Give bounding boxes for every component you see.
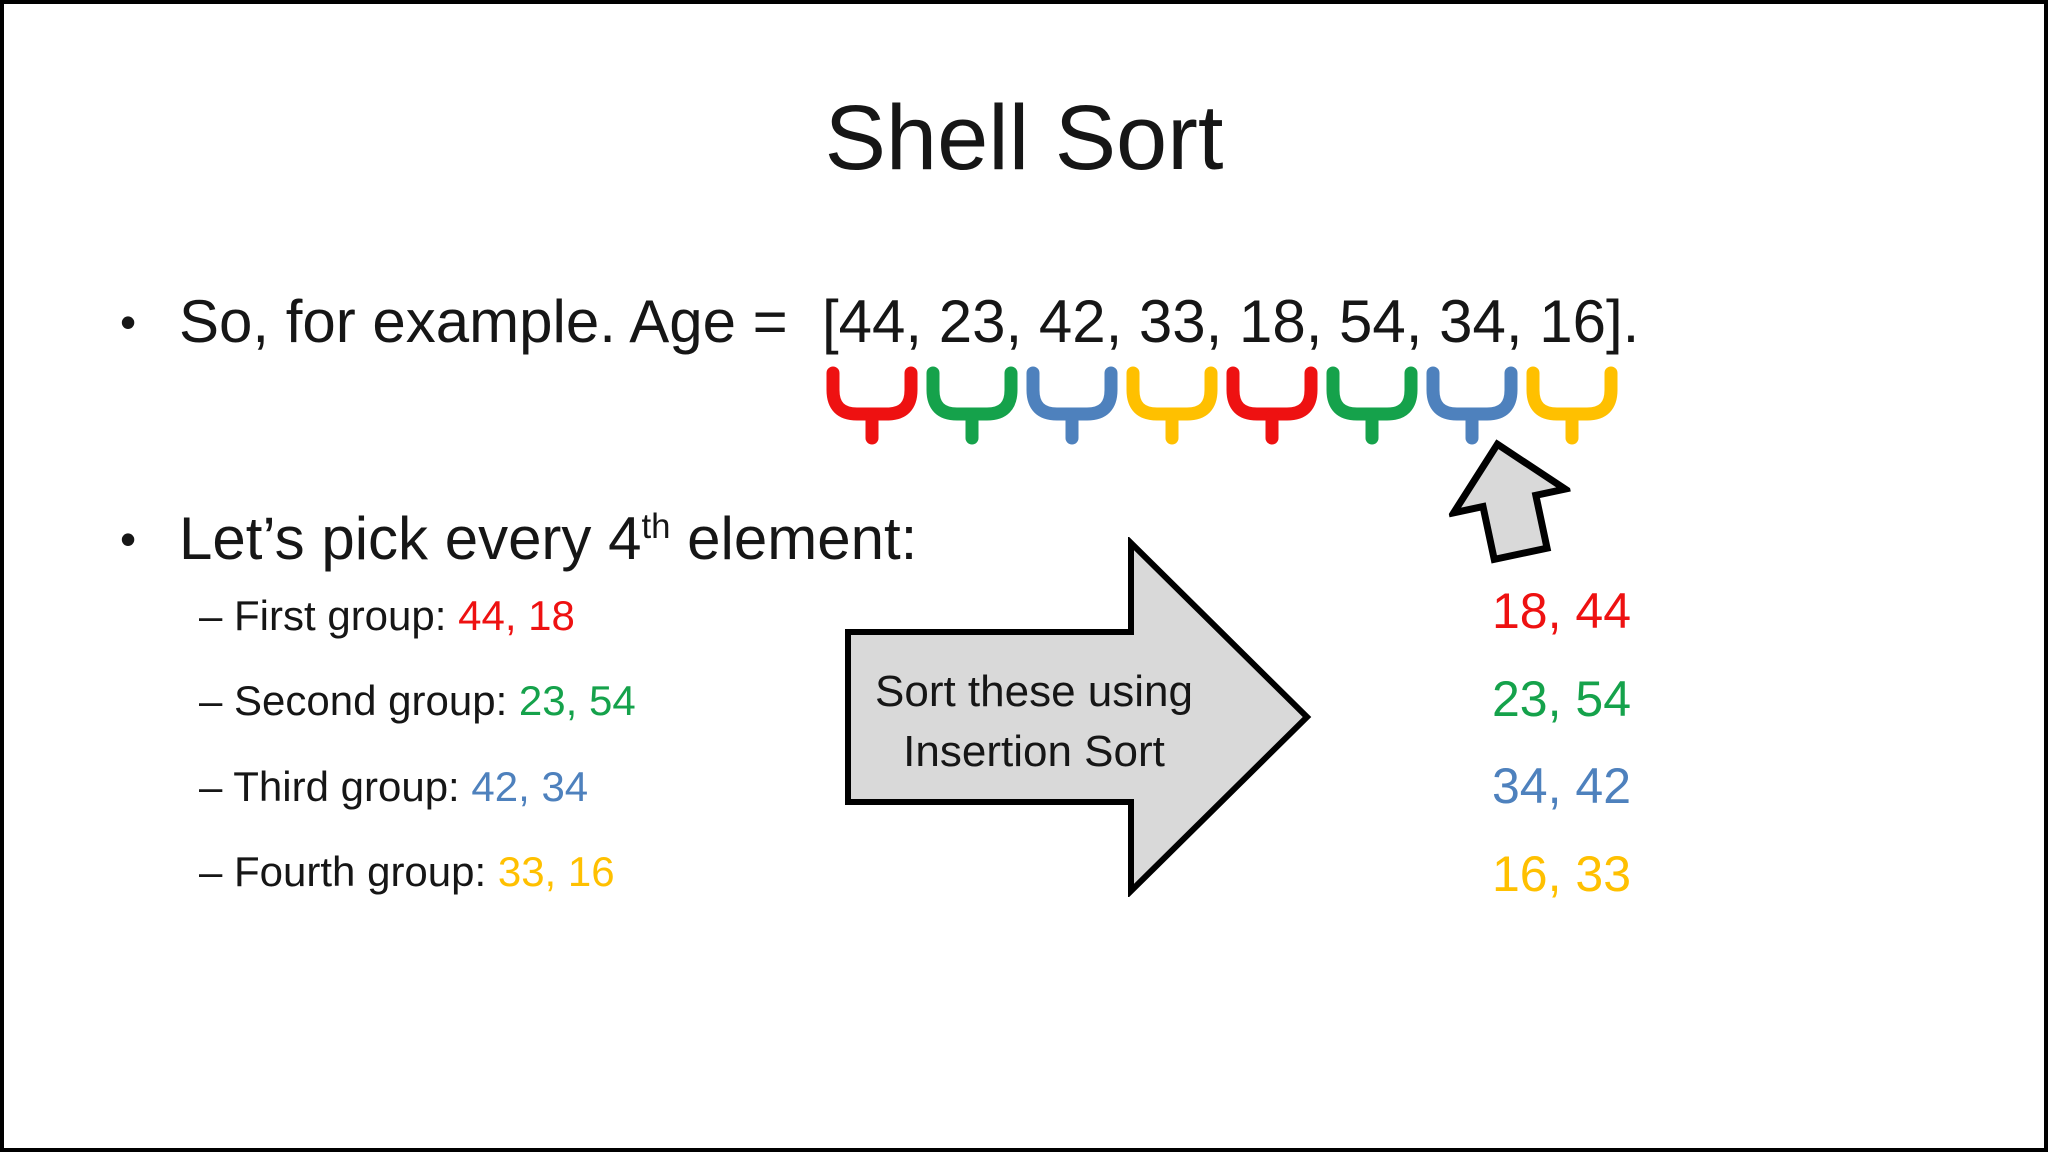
bullet-marker: • xyxy=(120,513,137,565)
sorted-values-4: 16, 33 xyxy=(1492,846,1632,903)
group-unsorted-values: 33, 16 xyxy=(497,848,615,896)
group-row-2: – Second group: 23, 54 xyxy=(199,676,636,726)
age-array-text: [44, 23, 42, 33, 18, 54, 34, 16]. xyxy=(822,288,1640,355)
up-arrow-shape xyxy=(1446,439,1575,564)
group-row-4: – Fourth group: 33, 16 xyxy=(199,847,615,897)
group-label: – Fourth group: xyxy=(199,848,498,896)
process-arrow-label-line1: Sort these using xyxy=(875,667,1193,716)
right-arrow-icon xyxy=(845,537,1312,897)
group-unsorted-values: 23, 54 xyxy=(518,677,636,725)
group-brace-icon xyxy=(1225,366,1319,446)
right-arrow-shape xyxy=(845,537,1312,897)
bullet2-text-start: Let’s pick every 4 xyxy=(179,505,642,572)
group-brace-icon xyxy=(1525,366,1619,446)
sorted-values-3: 34, 42 xyxy=(1492,758,1632,815)
group-unsorted-values: 42, 34 xyxy=(471,762,589,810)
bullet2-superscript: th xyxy=(641,507,671,546)
bullet2-text: Let’s pick every 4th element: xyxy=(179,504,917,574)
group-label: – Second group: xyxy=(199,677,519,725)
group-brace-icon xyxy=(1125,366,1219,446)
process-arrow-label-line2: Insertion Sort xyxy=(903,727,1165,776)
group-brace-icon xyxy=(925,366,1019,446)
group-brace-icon xyxy=(825,366,919,446)
group-brace-icon xyxy=(1025,366,1119,446)
group-row-3: – Third group: 42, 34 xyxy=(199,762,588,812)
bullet1-text: So, for example. Age = xyxy=(179,288,788,355)
process-arrow-label: Sort these using Insertion Sort xyxy=(849,662,1219,782)
bullet2-text-end: element: xyxy=(670,505,918,572)
group-label: – Third group: xyxy=(199,762,472,810)
group-row-1: – First group: 44, 18 xyxy=(199,591,575,641)
group-brace-icon xyxy=(1425,366,1519,446)
bullet-marker: • xyxy=(120,296,137,348)
sorted-values-1: 18, 44 xyxy=(1492,583,1632,639)
slide-title: Shell Sort xyxy=(824,87,1224,189)
group-label: – First group: xyxy=(199,592,459,639)
group-unsorted-values: 44, 18 xyxy=(458,592,575,639)
up-arrow-icon xyxy=(1446,439,1575,564)
sorted-values-2: 23, 54 xyxy=(1492,670,1632,727)
group-brace-icon xyxy=(1325,366,1419,446)
